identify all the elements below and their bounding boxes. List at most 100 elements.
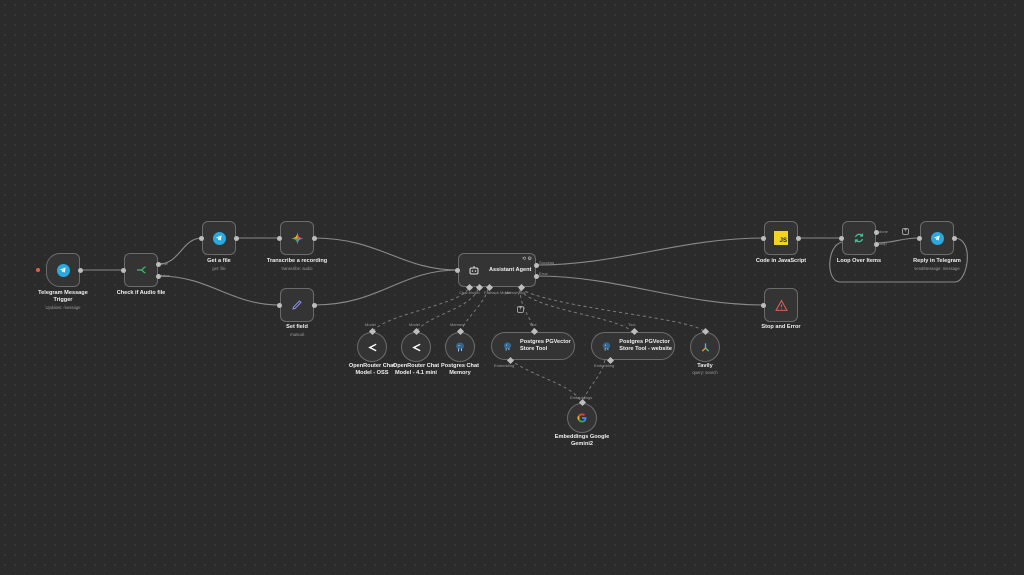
branch-false-label: false bbox=[161, 273, 170, 278]
node-title: OpenRouter Chat Model - OSS bbox=[348, 363, 396, 376]
output-loop-label: loop bbox=[879, 241, 887, 246]
port-in[interactable] bbox=[761, 236, 766, 241]
javascript-icon: JS bbox=[774, 231, 788, 245]
port-in[interactable] bbox=[277, 236, 282, 241]
node-title: Stop and Error bbox=[761, 324, 801, 330]
google-g-icon bbox=[575, 411, 589, 425]
node-openrouter-41mini[interactable] bbox=[401, 327, 431, 362]
node-set-field[interactable] bbox=[277, 288, 317, 322]
node-loop-over-items[interactable] bbox=[839, 221, 879, 255]
sub-tag: Model bbox=[409, 322, 420, 327]
node-title: Tavily bbox=[697, 363, 713, 369]
sub-tag: Memory bbox=[450, 322, 465, 327]
port-label-memory: Memory bbox=[505, 290, 520, 295]
port-out[interactable] bbox=[78, 268, 83, 273]
branch-true-label: true bbox=[161, 261, 168, 266]
embedding-label: Embedding bbox=[494, 363, 515, 368]
port-out[interactable] bbox=[530, 327, 539, 336]
edge-agent-tavily bbox=[519, 288, 706, 334]
node-assistant-agent[interactable]: Assistant Agent ⟲ ⚙ bbox=[455, 253, 539, 292]
port-out[interactable] bbox=[456, 327, 465, 336]
sub-tag: Model bbox=[365, 322, 376, 327]
node-title: OpenRouter Chat Model - 4.1 mini bbox=[392, 363, 440, 376]
node-title: Get a file bbox=[207, 258, 231, 264]
port-out[interactable] bbox=[312, 236, 317, 241]
port-loop[interactable] bbox=[874, 242, 879, 247]
port-in[interactable] bbox=[455, 268, 460, 273]
robot-icon bbox=[467, 263, 481, 277]
port-false[interactable] bbox=[156, 274, 161, 279]
port-out[interactable] bbox=[234, 236, 239, 241]
node-subtitle: query: search bbox=[692, 370, 718, 375]
add-tool-button[interactable]: + bbox=[517, 306, 524, 313]
node-title: Reply in Telegram bbox=[913, 258, 961, 264]
node-subtitle: get: file bbox=[212, 266, 226, 271]
sub-tag: Tool bbox=[628, 322, 636, 327]
node-title: Postgres PGVector Store Tool - website bbox=[619, 339, 672, 352]
port-label-chat-model: Chat Model bbox=[459, 290, 480, 295]
node-check-audio[interactable] bbox=[121, 253, 161, 287]
gemini-sparkle-icon bbox=[290, 231, 304, 245]
postgres-elephant-icon bbox=[500, 339, 514, 353]
node-subtitle: transcribe: audio bbox=[281, 266, 313, 271]
port-success[interactable] bbox=[534, 263, 539, 268]
node-embeddings-gemini[interactable] bbox=[567, 398, 597, 433]
node-postgres-memory[interactable] bbox=[445, 327, 475, 362]
node-get-file[interactable] bbox=[199, 221, 239, 255]
port-out[interactable] bbox=[630, 327, 639, 336]
port-true[interactable] bbox=[156, 262, 161, 267]
node-openrouter-oss[interactable] bbox=[357, 327, 387, 362]
output-error-label: Error bbox=[539, 271, 548, 276]
openrouter-icon bbox=[409, 340, 423, 354]
edge-if-setfield bbox=[158, 275, 281, 306]
port-out[interactable] bbox=[701, 327, 710, 336]
node-code-js[interactable]: JS bbox=[761, 221, 801, 255]
telegram-icon bbox=[930, 231, 944, 245]
node-title: Check if Audio file bbox=[116, 290, 166, 296]
port-out[interactable] bbox=[312, 303, 317, 308]
port-out[interactable] bbox=[368, 327, 377, 336]
edge-setfield-agent bbox=[313, 269, 459, 306]
node-title: Code in JavaScript bbox=[755, 258, 807, 264]
port-error[interactable] bbox=[534, 274, 539, 279]
port-out[interactable] bbox=[412, 327, 421, 336]
port-in[interactable] bbox=[121, 268, 126, 273]
port-out[interactable] bbox=[578, 398, 587, 407]
node-title: Embeddings Google Gemini2 bbox=[554, 434, 610, 447]
port-in[interactable] bbox=[917, 236, 922, 241]
output-done-label: done bbox=[879, 229, 888, 234]
sub-tag: Embeddings bbox=[570, 395, 593, 400]
embedding-label: Embedding bbox=[594, 363, 615, 368]
node-subtitle: Updates: message bbox=[45, 305, 81, 310]
port-in[interactable] bbox=[839, 236, 844, 241]
node-title: Postgres PGVector Store Tool bbox=[520, 339, 571, 352]
warning-triangle-icon bbox=[774, 298, 788, 312]
edge-agent-code bbox=[535, 237, 765, 266]
port-in[interactable] bbox=[199, 236, 204, 241]
telegram-icon bbox=[56, 263, 70, 277]
node-title: Telegram Message Trigger bbox=[38, 290, 88, 303]
loop-arrows-icon bbox=[852, 231, 866, 245]
pencil-icon bbox=[290, 298, 304, 312]
edge-agent-stop bbox=[535, 275, 765, 306]
node-subtitle: manual bbox=[290, 332, 304, 337]
node-telegram-trigger[interactable] bbox=[46, 253, 83, 287]
port-done[interactable] bbox=[874, 230, 879, 235]
port-in[interactable] bbox=[277, 303, 282, 308]
node-transcribe[interactable] bbox=[277, 221, 317, 255]
port-out[interactable] bbox=[796, 236, 801, 241]
node-stop-error[interactable] bbox=[761, 288, 798, 322]
tavily-icon bbox=[698, 340, 712, 354]
node-pgvector-tool[interactable]: Postgres PGVector Store Tool bbox=[491, 327, 575, 365]
port-in[interactable] bbox=[761, 303, 766, 308]
node-reply-telegram[interactable] bbox=[917, 221, 957, 255]
port-label-fallback: Fallback Model bbox=[484, 290, 511, 295]
node-tavily[interactable] bbox=[690, 327, 720, 362]
node-pgvector-website[interactable]: Postgres PGVector Store Tool - website bbox=[591, 327, 675, 365]
port-label-tool: Tool bbox=[518, 290, 526, 295]
add-node-button[interactable]: + bbox=[902, 228, 909, 235]
port-out[interactable] bbox=[952, 236, 957, 241]
openrouter-icon bbox=[365, 340, 379, 354]
